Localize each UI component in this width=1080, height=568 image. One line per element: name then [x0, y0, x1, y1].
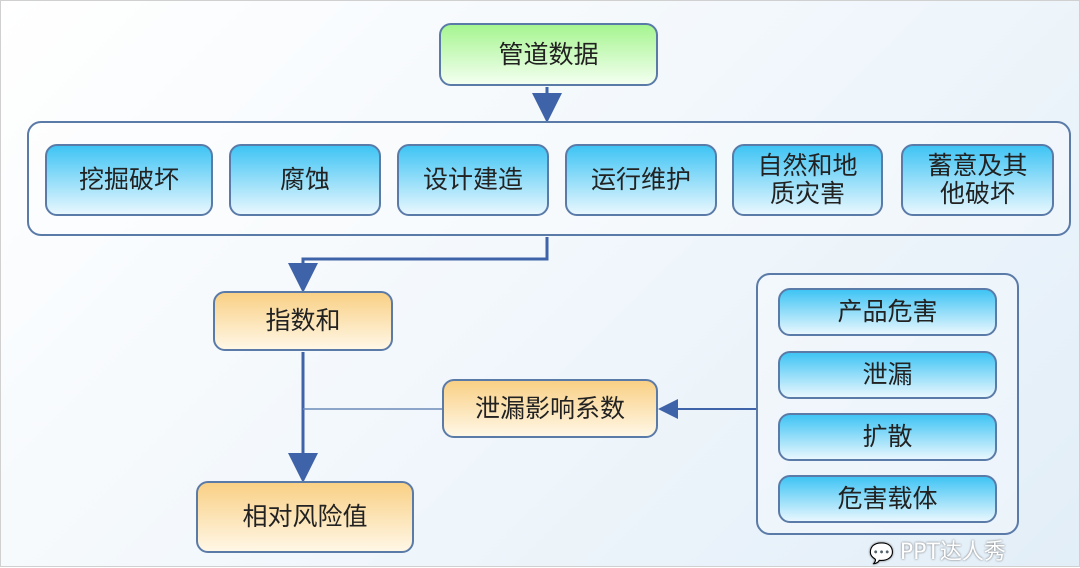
- wechat-icon: 💬: [869, 541, 894, 565]
- factor-box: 挖掘破坏: [45, 144, 213, 216]
- factor-box: 自然和地质灾害: [732, 144, 883, 216]
- factor-box: 腐蚀: [229, 144, 381, 216]
- factor-box: 运行维护: [565, 144, 717, 216]
- component-box: 泄漏: [778, 351, 997, 399]
- component-box: 危害载体: [778, 475, 997, 523]
- arrow-factors-to-index: [288, 237, 549, 293]
- index-sum-box: 指数和: [213, 291, 393, 351]
- pipeline-data-box: 管道数据: [439, 23, 658, 86]
- component-box: 产品危害: [778, 288, 997, 336]
- factor-box: 设计建造: [397, 144, 549, 216]
- component-box: 扩散: [778, 413, 997, 461]
- watermark-text: PPT达人秀: [899, 540, 1006, 565]
- relative-risk-box: 相对风险值: [196, 481, 414, 553]
- watermark: 💬 PPT达人秀: [869, 539, 1006, 567]
- factor-box: 蓄意及其他破坏: [901, 144, 1054, 216]
- leak-factor-box: 泄漏影响系数: [442, 379, 658, 438]
